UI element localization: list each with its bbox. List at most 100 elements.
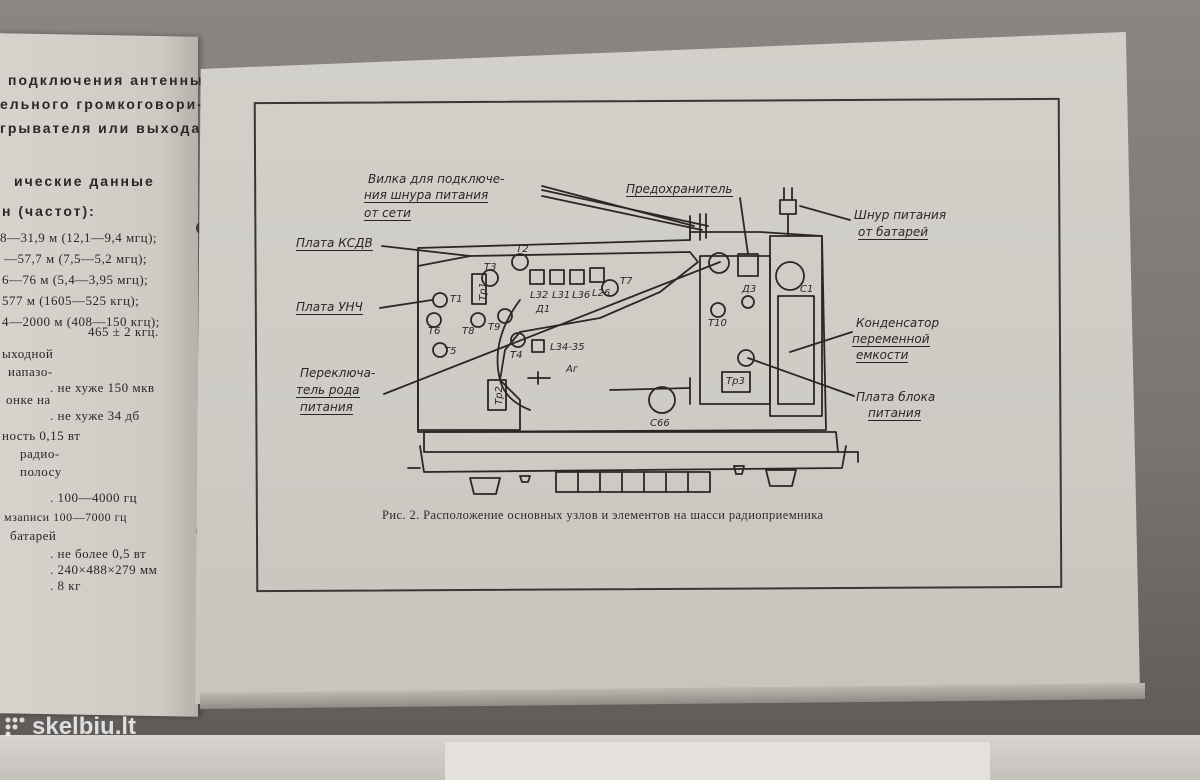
capacitor-body	[777, 295, 815, 405]
left-line: н (частот):	[2, 203, 96, 219]
t5-circle	[432, 342, 448, 358]
t10-circle	[710, 302, 726, 318]
comp-d1: Д1	[536, 304, 551, 315]
coil	[549, 269, 565, 285]
t7-circle	[601, 279, 619, 297]
left-line: . не более 0,5 вт	[50, 546, 147, 561]
left-line: . не хуже 150 мкв	[50, 380, 155, 395]
comp-t1: Т1	[450, 294, 463, 305]
left-line: 4—2000 м (408—150 кгц);	[2, 314, 160, 329]
watermark-logo-icon	[5, 717, 25, 737]
left-line: батарей	[10, 528, 57, 543]
foot-left	[469, 477, 501, 495]
coil-l34	[531, 339, 545, 353]
comp-l34-35: L34-35	[550, 342, 585, 353]
diode	[527, 371, 551, 385]
ksdv-board	[417, 251, 699, 431]
left-line: радио-	[20, 446, 60, 461]
comp-t3: Т3	[484, 262, 497, 273]
knob-small	[733, 465, 745, 475]
left-line: грывателя или выхода	[0, 120, 202, 136]
t4-circle	[510, 332, 526, 348]
comp-t9: Т9	[488, 322, 501, 333]
left-line: 465 ± 2 кгц.	[88, 324, 159, 339]
capacitor-c1	[775, 261, 805, 291]
left-line: подключения антенны	[8, 72, 204, 88]
dot	[741, 295, 755, 309]
comp-l36: L36	[572, 290, 591, 301]
switch-label-line2: тель рода	[296, 383, 360, 398]
left-line: 8—31,9 м (12,1—9,4 мгц);	[0, 230, 158, 245]
left-line: —57,7 м (7,5—5,2 мгц);	[4, 251, 148, 266]
unch-label: Плата УНЧ	[296, 300, 363, 315]
left-line: . 8 кг	[50, 578, 81, 593]
switch-label-line3: питания	[300, 400, 353, 415]
coil	[589, 267, 605, 283]
comp-l26: L26	[592, 288, 611, 299]
left-line: онке на	[6, 392, 51, 407]
comp-tr3: Тр3	[726, 376, 745, 387]
capacitor-block	[769, 235, 823, 417]
comp-t2: Т2	[516, 244, 529, 255]
comp-d3: Д3	[742, 284, 757, 295]
left-line: полосу	[20, 464, 62, 479]
psu-board-label-line1: Плата блока	[856, 390, 936, 404]
t9-circle	[497, 308, 513, 324]
t1-circle	[432, 292, 448, 308]
coil	[529, 269, 545, 285]
left-page-text: подключения антенны ельного громкоговори…	[0, 0, 202, 600]
fuse-knob	[708, 252, 730, 274]
capacitor-label-line2: переменной	[852, 332, 930, 347]
fuse-holder	[737, 253, 759, 277]
knob-small	[519, 475, 531, 483]
plug-pins	[689, 213, 707, 241]
battery-connector	[779, 187, 797, 237]
fuse-label: Предохранитель	[626, 182, 733, 197]
comp-ag: Аг	[566, 364, 579, 375]
comp-c1: С1	[800, 284, 814, 295]
t3-circle	[481, 269, 499, 287]
left-line: ельного громкоговори-	[0, 96, 204, 112]
bottom-rail-lip	[419, 445, 847, 473]
button-row	[555, 471, 711, 493]
t2-circle	[511, 253, 529, 271]
plug-label-line1: Вилка для подключе-	[368, 172, 505, 186]
tr3-box	[721, 371, 751, 393]
left-line: 577 м (1605—525 кгц);	[2, 293, 140, 308]
tr2-box	[487, 379, 507, 411]
comp-t10: Т10	[708, 318, 727, 329]
comp-c66: С66	[650, 418, 670, 429]
psu-board-label-line2: питания	[868, 406, 921, 421]
watermark: skelbiu.lt	[4, 713, 136, 741]
switch-label-line1: Переключа-	[300, 366, 376, 380]
left-line: ические данные	[14, 173, 155, 189]
capacitor-label-line1: Конденсатор	[856, 316, 940, 330]
right-page	[195, 32, 1140, 704]
ksdv-label: Плата КСДВ	[296, 236, 373, 251]
battery-cord-label-line2: от батарей	[858, 225, 929, 240]
comp-t6: Т6	[428, 326, 441, 337]
comp-tr2: Тр2	[493, 386, 505, 405]
t8-circle	[470, 312, 486, 328]
left-line: мзаписи 100—7000 гц	[4, 510, 127, 524]
comp-t7: Т7	[620, 276, 633, 287]
watermark-text: skelbiu.lt	[32, 713, 137, 740]
coil	[569, 269, 585, 285]
comp-tr1: Тр1	[477, 282, 489, 301]
left-line: иапазо-	[8, 364, 53, 379]
chassis-outline	[417, 231, 827, 433]
plug-label-line3: от сети	[364, 206, 411, 221]
capacitor-label-line3: емкости	[856, 348, 909, 363]
left-line: ыходной	[2, 346, 54, 361]
comp-l32: L32	[530, 290, 549, 301]
tr1-box	[471, 273, 487, 305]
comp-t8: Т8	[462, 326, 475, 337]
plug-label-line2: ния шнура питания	[364, 188, 489, 203]
comp-t4: Т4	[510, 350, 523, 361]
left-line: . не хуже 34 дб	[50, 408, 140, 423]
figure-caption: Рис. 2. Расположение основных узлов и эл…	[382, 508, 824, 522]
dot	[737, 349, 755, 367]
left-line: . 100—4000 гц	[50, 490, 138, 505]
comp-l31: L31	[552, 290, 571, 301]
